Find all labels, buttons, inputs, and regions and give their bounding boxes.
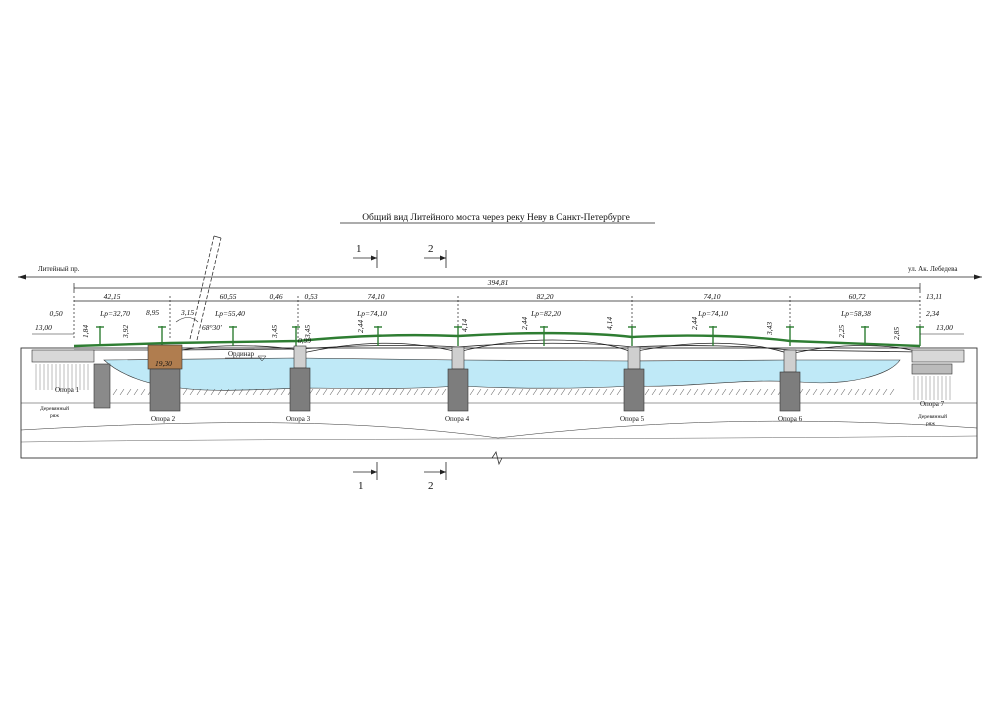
span-dim-6: 82,20 — [537, 292, 554, 301]
vertical-dim-6: 2,44 — [520, 317, 529, 330]
light-pole-5 — [454, 326, 462, 346]
support-2-label: Опора 2 — [151, 415, 176, 423]
support-1-label: Опора 1 — [55, 386, 80, 394]
vertical-dim-1: 3,92 — [121, 325, 130, 339]
section-cut-2-top: 2 — [424, 243, 447, 268]
vertical-dim-10: 2,25 — [837, 325, 846, 338]
pier-5 — [623, 346, 645, 412]
drawbridge-dim-1: 19,30 — [155, 359, 172, 368]
abutment-left — [31, 349, 111, 409]
timber-crib-right-1: Деревянный — [918, 413, 947, 420]
vertical-dim-9: 3,43 — [765, 322, 774, 336]
svg-text:1: 1 — [358, 480, 364, 492]
section-cut-2-bottom: 2 — [424, 462, 447, 492]
vertical-dim-5: 4,14 — [460, 319, 469, 332]
vertical-dim-3: 3,45 — [303, 325, 312, 339]
end-dim-left: 13,00 — [35, 323, 52, 332]
vertical-dim-2: 3,45 — [270, 325, 279, 339]
span-dim-8: 60,72 — [849, 292, 866, 301]
span-length-label-4: Lp=74,10 — [697, 309, 728, 318]
light-pole-0 — [96, 326, 104, 346]
drawbridge-dim-0: 0,99 — [298, 336, 311, 345]
light-pole-3 — [292, 326, 300, 346]
span-dim-2: 60,55 — [220, 292, 237, 301]
vertical-dim-0: 1,84 — [81, 325, 90, 338]
timber-crib-right-2: ряж — [926, 421, 935, 427]
light-pole-4 — [374, 326, 382, 346]
light-pole-8 — [709, 326, 717, 346]
span-dim-4: 0,53 — [304, 292, 317, 301]
svg-text:2: 2 — [428, 480, 434, 492]
support-5-label: Опора 5 — [620, 415, 645, 423]
section-cut-1-top: 1 — [353, 243, 378, 268]
end-dim-right: 13,00 — [936, 323, 953, 332]
span-dim-9: 13,11 — [926, 292, 942, 301]
pier-4 — [447, 346, 469, 412]
span-length-label-5: Lp=58,38 — [840, 309, 871, 318]
span-length-label-1: Lp=55,40 — [214, 309, 245, 318]
pier-6 — [779, 349, 801, 412]
abutment-right — [911, 349, 965, 400]
light-pole-6 — [540, 326, 548, 346]
span-length-label-0: Lp=32,70 — [99, 309, 130, 318]
vertical-dim-11: 2,85 — [892, 327, 901, 340]
drawing-title: Общий вид Литейного моста через реку Нев… — [362, 212, 630, 223]
span-dim-5: 74,10 — [368, 292, 385, 301]
span-dim-0: 0,50 — [49, 309, 62, 318]
light-pole-9 — [786, 326, 794, 346]
light-pole-7 — [628, 326, 636, 346]
svg-text:1: 1 — [356, 243, 362, 255]
support-7-label: Опора 7 — [920, 400, 945, 408]
pier-3 — [289, 345, 311, 412]
left-bank-label: Литейный пр. — [38, 265, 80, 273]
timber-crib-left-2: ряж — [50, 413, 59, 419]
light-pole-10 — [861, 326, 869, 346]
end-dim-right-small: 2,34 — [926, 309, 939, 318]
span-dim-7: 74,10 — [704, 292, 721, 301]
total-length-dim: 394,81 — [487, 278, 509, 287]
support-6-label: Опора 6 — [778, 415, 803, 423]
span-length-label-2: Lp=74,10 — [356, 309, 387, 318]
angle-label: 68°30' — [202, 323, 222, 332]
timber-crib-left-1: Деревянный — [40, 405, 69, 412]
vertical-dim-8: 2,44 — [690, 317, 699, 330]
vertical-dim-7: 4,14 — [605, 317, 614, 330]
water-level-label: Ординар — [228, 350, 255, 358]
right-bank-label: ул. Ак. Лебедева — [908, 265, 958, 273]
support-4-label: Опора 4 — [445, 415, 470, 423]
span-dim-1: 42,15 — [104, 292, 121, 301]
small-dim-0: 8,95 — [146, 308, 159, 317]
deck-line — [73, 331, 921, 348]
pier-2-drawbridge — [147, 344, 183, 412]
small-dim-1: 3,15 — [180, 308, 194, 317]
light-pole-2 — [229, 326, 237, 346]
svg-text:2: 2 — [428, 243, 434, 255]
drawbridge-leaf — [175, 235, 222, 341]
section-cut-1-bottom: 1 — [353, 462, 378, 492]
span-dim-3: 0,46 — [269, 292, 282, 301]
vertical-dim-4: 2,44 — [356, 320, 365, 333]
span-length-label-3: Lp=82,20 — [530, 309, 561, 318]
support-3-label: Опора 3 — [286, 415, 311, 423]
light-pole-1 — [158, 326, 166, 346]
light-pole-11 — [916, 326, 924, 346]
